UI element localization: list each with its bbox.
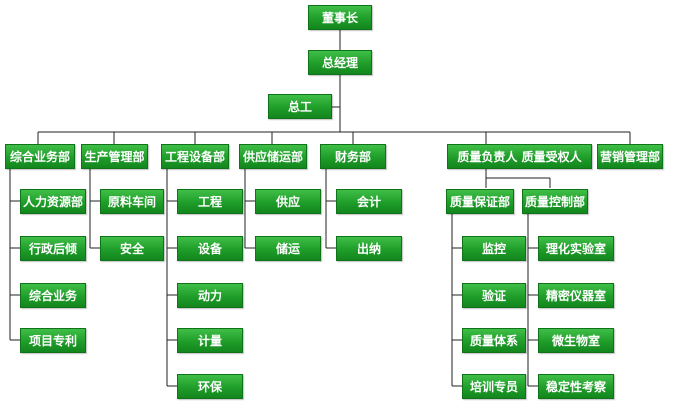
dept-supply-label: 供应储运部 [242, 150, 303, 164]
unit-quality-system-box: 质量体系 [462, 328, 526, 353]
unit-metrology-box: 计量 [177, 328, 243, 353]
unit-environment-box: 环保 [177, 374, 243, 399]
general-manager-label: 总经理 [321, 56, 358, 70]
unit-safety-label: 安全 [119, 242, 144, 256]
unit-general-business-label: 综合业务 [28, 289, 77, 303]
unit-hr-box: 人力资源部 [20, 189, 86, 214]
unit-accounting-box: 会计 [336, 189, 402, 214]
dept-quality-label: 质量负责人 质量受权人 [457, 150, 582, 164]
qc-dept-box: 质量控制部 [522, 189, 588, 214]
chairman-label: 董事长 [321, 11, 358, 25]
dept-comprehensive-box: 综合业务部 [5, 144, 75, 169]
unit-precision-instrument-box: 精密仪器室 [538, 283, 614, 308]
dept-marketing-box: 营销管理部 [597, 144, 663, 169]
unit-patents-label: 项目专利 [28, 334, 77, 348]
unit-supply-box: 供应 [255, 189, 321, 214]
dept-supply-box: 供应储运部 [239, 144, 307, 169]
unit-validation-box: 验证 [462, 283, 526, 308]
unit-cashier-box: 出纳 [336, 236, 402, 261]
dept-finance-label: 财务部 [334, 150, 371, 164]
dept-comprehensive-label: 综合业务部 [9, 150, 70, 164]
unit-storage-label: 储运 [275, 242, 300, 256]
dept-quality-box: 质量负责人 质量受权人 [447, 144, 592, 169]
unit-physchem-lab-label: 理化实验室 [545, 242, 606, 256]
chairman-box: 董事长 [308, 5, 372, 30]
unit-precision-instrument-label: 精密仪器室 [545, 289, 606, 303]
dept-engineering-box: 工程设备部 [161, 144, 229, 169]
chief-engineer-label: 总工 [287, 100, 312, 114]
unit-raw-material-label: 原料车间 [107, 195, 156, 209]
unit-patents-box: 项目专利 [20, 328, 86, 353]
unit-supply-label: 供应 [275, 195, 300, 209]
unit-training-box: 培训专员 [462, 374, 526, 399]
unit-environment-label: 环保 [197, 380, 222, 394]
unit-microbiology-box: 微生物室 [538, 328, 614, 353]
dept-engineering-label: 工程设备部 [164, 150, 225, 164]
unit-microbiology-label: 微生物室 [551, 334, 600, 348]
unit-hr-label: 人力资源部 [22, 195, 83, 209]
qa-dept-box: 质量保证部 [446, 189, 514, 214]
unit-safety-box: 安全 [100, 236, 164, 261]
unit-stability-box: 稳定性考察 [538, 374, 614, 399]
unit-validation-label: 验证 [481, 289, 506, 303]
general-manager-box: 总经理 [308, 50, 372, 75]
dept-production-label: 生产管理部 [84, 150, 145, 164]
dept-marketing-label: 营销管理部 [599, 150, 660, 164]
unit-admin-label: 行政后倾 [28, 242, 77, 256]
unit-power-box: 动力 [177, 283, 243, 308]
unit-monitoring-label: 监控 [481, 242, 506, 256]
unit-power-label: 动力 [197, 289, 222, 303]
unit-monitoring-box: 监控 [462, 236, 526, 261]
qc-dept-label: 质量控制部 [524, 195, 585, 209]
chief-engineer-box: 总工 [268, 94, 332, 119]
unit-equipment-box: 设备 [177, 236, 243, 261]
unit-storage-box: 储运 [255, 236, 321, 261]
unit-metrology-label: 计量 [197, 334, 222, 348]
unit-engineering-box: 工程 [177, 189, 243, 214]
unit-accounting-label: 会计 [356, 195, 381, 209]
unit-training-label: 培训专员 [469, 380, 518, 394]
unit-equipment-label: 设备 [197, 242, 222, 256]
unit-cashier-label: 出纳 [356, 242, 381, 256]
dept-finance-box: 财务部 [320, 144, 386, 169]
unit-stability-label: 稳定性考察 [545, 380, 606, 394]
unit-quality-system-label: 质量体系 [469, 334, 518, 348]
unit-physchem-lab-box: 理化实验室 [538, 236, 614, 261]
unit-general-business-box: 综合业务 [20, 283, 86, 308]
qa-dept-label: 质量保证部 [449, 195, 510, 209]
dept-production-box: 生产管理部 [81, 144, 148, 169]
unit-raw-material-box: 原料车间 [100, 189, 164, 214]
unit-engineering-label: 工程 [197, 195, 222, 209]
unit-admin-box: 行政后倾 [20, 236, 86, 261]
